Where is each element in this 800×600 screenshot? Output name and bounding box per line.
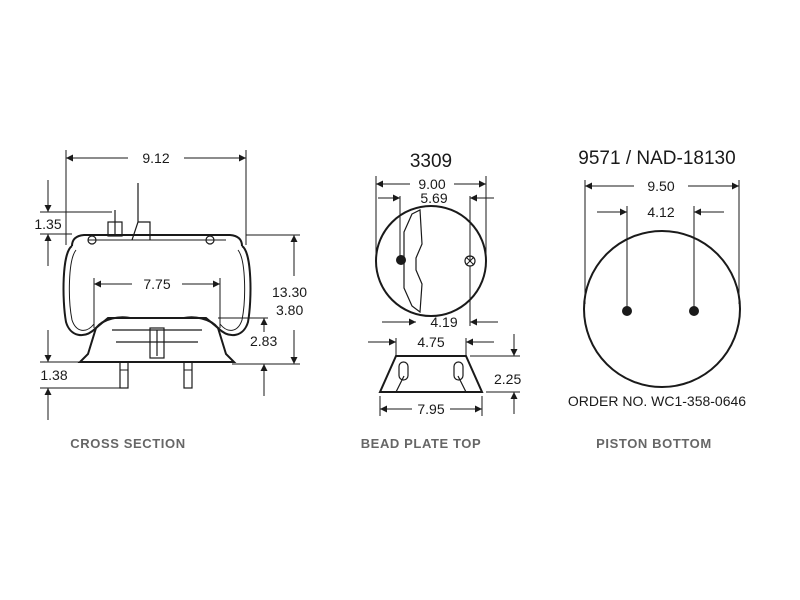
- bead-plate-view: 3309 9.00 5.69 4.19: [361, 151, 522, 451]
- cross-section-stud-right: [183, 361, 193, 389]
- cross-section-piston: [77, 317, 237, 363]
- dim-width: 9.12: [142, 150, 169, 166]
- bead-plate-caption: BEAD PLATE TOP: [361, 436, 482, 451]
- piston-order-number: ORDER NO. WC1-358-0646: [568, 393, 746, 409]
- dim-stud-length: 1.38: [40, 367, 67, 383]
- dim-stud-spacing: 5.69: [420, 190, 447, 206]
- cross-section-view: 9.12 1.35 7.75 13.30 3.80 2.83 1.38 CROS: [34, 150, 307, 451]
- cross-section-bead-plate: [71, 234, 243, 247]
- dim-bead-diameter: 9.00: [418, 176, 445, 192]
- piston-hole-right: [689, 306, 699, 316]
- dim-lower-height: 2.83: [250, 333, 277, 349]
- dim-hole-spacing: 4.12: [647, 204, 674, 220]
- dim-piston-diameter: 9.50: [647, 178, 674, 194]
- dim-base-width: 7.95: [417, 401, 444, 417]
- piston-caption: PISTON BOTTOM: [596, 436, 712, 451]
- piston-circle: [583, 230, 741, 388]
- bead-plate-part-number: 3309: [410, 151, 452, 172]
- cross-section-stud-left: [119, 361, 129, 389]
- dim-height: 13.30: [272, 284, 307, 300]
- cross-section-bellows: [62, 245, 131, 337]
- dim-base-height: 2.25: [494, 371, 521, 387]
- dim-piston-height: 3.80: [276, 302, 303, 318]
- bead-plate-circle: [375, 205, 487, 317]
- bead-plate-stud: [396, 255, 406, 265]
- cross-section-air-fitting: [131, 183, 151, 241]
- piston-bottom-view: 9571 / NAD-18130 9.50 4.12 ORDER NO. WC1…: [568, 148, 746, 451]
- piston-part-number: 9571 / NAD-18130: [578, 148, 735, 169]
- bead-plate-bracket: [403, 209, 423, 314]
- piston-hole-left: [622, 306, 632, 316]
- dim-base-top: 4.75: [417, 334, 444, 350]
- dim-inner-width: 7.75: [143, 276, 170, 292]
- dim-bead-offset: 4.19: [430, 314, 457, 330]
- bead-plate-base: [378, 355, 484, 393]
- dim-top-height: 1.35: [34, 216, 61, 232]
- cross-section-caption: CROSS SECTION: [70, 436, 185, 451]
